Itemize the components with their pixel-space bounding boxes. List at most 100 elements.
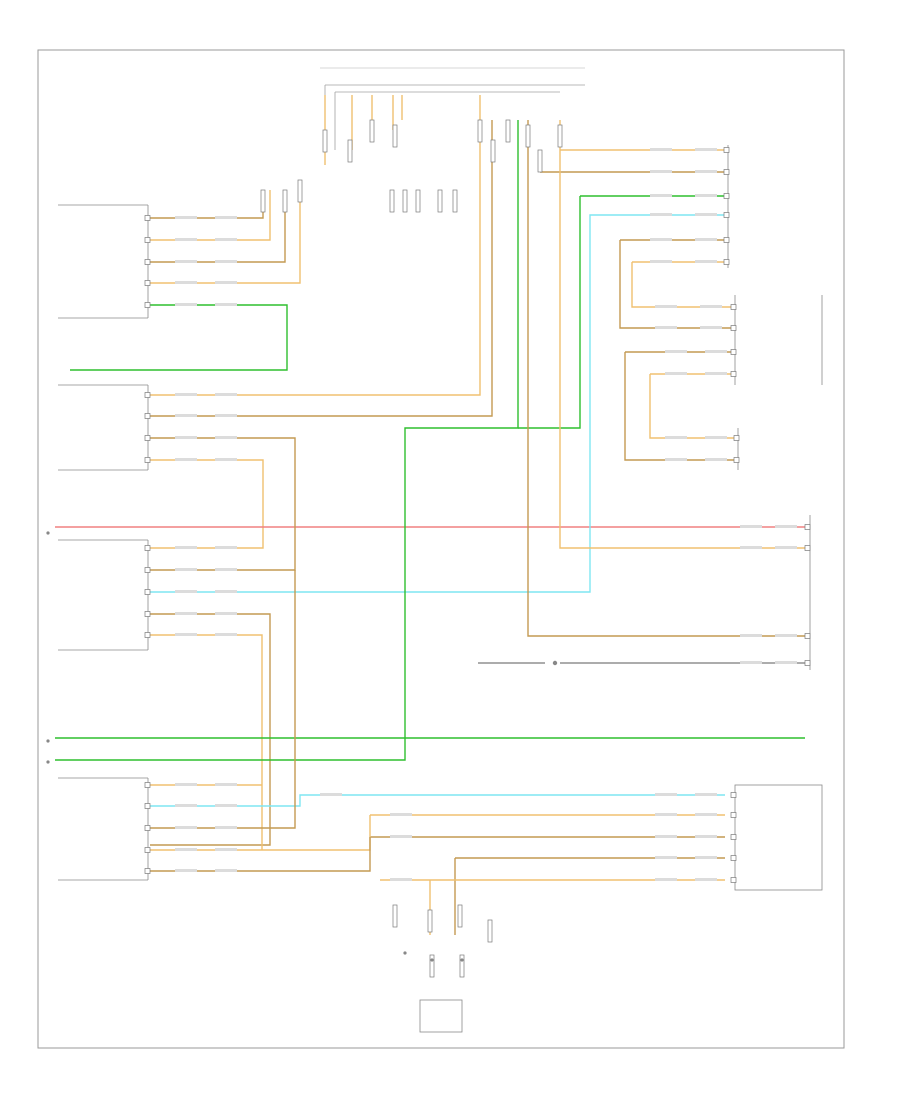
wire-label-26 <box>175 633 197 636</box>
bottom-connector-2 <box>457 904 463 928</box>
right1-pin-3 <box>723 212 730 218</box>
right1-pin-2 <box>723 193 730 199</box>
wire-label-48 <box>650 260 672 263</box>
left-pin-8 <box>144 457 151 463</box>
right2-pin-1 <box>730 325 737 331</box>
wire-lm3-2 <box>150 470 296 571</box>
wire-label-51 <box>700 305 722 308</box>
left-module-3 <box>58 539 149 651</box>
wire-r2-2 <box>619 240 735 329</box>
wire-label-9 <box>215 303 237 306</box>
right5-pin-2 <box>730 834 737 840</box>
wire-label-53 <box>700 326 722 329</box>
wire-label-11 <box>215 393 237 396</box>
left-module-4 <box>58 777 149 881</box>
bottom-connector-3 <box>487 919 493 943</box>
wire-label-54 <box>665 350 687 353</box>
wire-label-34 <box>175 848 197 851</box>
wire-label-2 <box>175 238 197 241</box>
wire-label-79 <box>695 878 717 881</box>
wire-label-33 <box>215 826 237 829</box>
left-pin-7 <box>144 435 151 441</box>
left-pin-5 <box>144 392 151 398</box>
inline-connector-1 <box>347 139 353 163</box>
left-pin-0 <box>144 215 151 221</box>
wire-label-47 <box>695 238 717 241</box>
right4-pin-0 <box>804 524 811 530</box>
wire-label-3 <box>215 238 237 241</box>
wire-label-63 <box>775 525 797 528</box>
wire-label-18 <box>175 546 197 549</box>
wire-labels <box>175 148 797 881</box>
wire-label-58 <box>665 436 687 439</box>
right4-pin-1 <box>804 545 811 551</box>
wire-label-60 <box>665 458 687 461</box>
wire-label-1 <box>215 216 237 219</box>
wire-label-64 <box>740 546 762 549</box>
inline-connector-13 <box>389 189 395 213</box>
wire-label-38 <box>650 148 672 151</box>
right2-pin-2 <box>730 349 737 355</box>
wire-lm1-1 <box>150 190 264 219</box>
wire-label-75 <box>695 835 717 838</box>
wire-r2-1 <box>631 262 735 308</box>
wire-lm4-3 <box>150 570 296 829</box>
right4-pin-3 <box>804 660 811 666</box>
wire-label-27 <box>215 633 237 636</box>
wire-lm1-2 <box>150 190 271 241</box>
right4-pin-2 <box>804 633 811 639</box>
wire-r3-2 <box>624 352 738 461</box>
wire-label-20 <box>175 568 197 571</box>
wire-label-15 <box>215 436 237 439</box>
bottom-connector-5 <box>459 954 465 978</box>
inline-connector-15 <box>415 189 421 213</box>
wire-label-4 <box>175 260 197 263</box>
wire-label-14 <box>175 436 197 439</box>
wire-label-69 <box>775 661 797 664</box>
left-pin-17 <box>144 847 151 853</box>
wire-label-82 <box>390 878 412 881</box>
left-pin-15 <box>144 803 151 809</box>
right2-pin-0 <box>730 304 737 310</box>
wire-lm2-4 <box>150 459 264 549</box>
wire-label-32 <box>175 826 197 829</box>
inline-connector-14 <box>402 189 408 213</box>
wire-label-83 <box>320 793 342 796</box>
bottom-module <box>419 999 463 1033</box>
wire-label-55 <box>705 350 727 353</box>
right1-pin-4 <box>723 237 730 243</box>
wire-label-41 <box>695 170 717 173</box>
inline-connector-17 <box>452 189 458 213</box>
right-module-2 <box>734 295 823 385</box>
wire-green-joint <box>518 196 581 429</box>
wire-label-22 <box>175 590 197 593</box>
wire-r4-2 <box>527 120 805 637</box>
wire-label-61 <box>705 458 727 461</box>
wire-label-42 <box>650 194 672 197</box>
wire-label-44 <box>650 213 672 216</box>
wire-label-6 <box>175 281 197 284</box>
connector-pins <box>144 119 811 978</box>
left-pin-13 <box>144 632 151 638</box>
wire-label-74 <box>655 835 677 838</box>
left-module-1 <box>58 204 149 319</box>
left-pin-14 <box>144 782 151 788</box>
wire-label-39 <box>695 148 717 151</box>
wire-label-81 <box>390 835 412 838</box>
right5-pin-3 <box>730 855 737 861</box>
wire-label-5 <box>215 260 237 263</box>
right-module-5 <box>734 784 823 891</box>
wires <box>55 95 805 935</box>
wire-lm1-green <box>70 304 288 371</box>
inline-connector-3 <box>392 124 398 148</box>
wire-label-31 <box>215 804 237 807</box>
wire-label-65 <box>775 546 797 549</box>
wire-joint-b <box>350 837 371 872</box>
right3-pin-0 <box>733 435 740 441</box>
wire-label-80 <box>390 813 412 816</box>
wire-label-23 <box>215 590 237 593</box>
inline-connector-16 <box>437 189 443 213</box>
splice-markers <box>46 531 558 962</box>
bottom-connector-4 <box>429 954 435 978</box>
wire-label-67 <box>775 634 797 637</box>
